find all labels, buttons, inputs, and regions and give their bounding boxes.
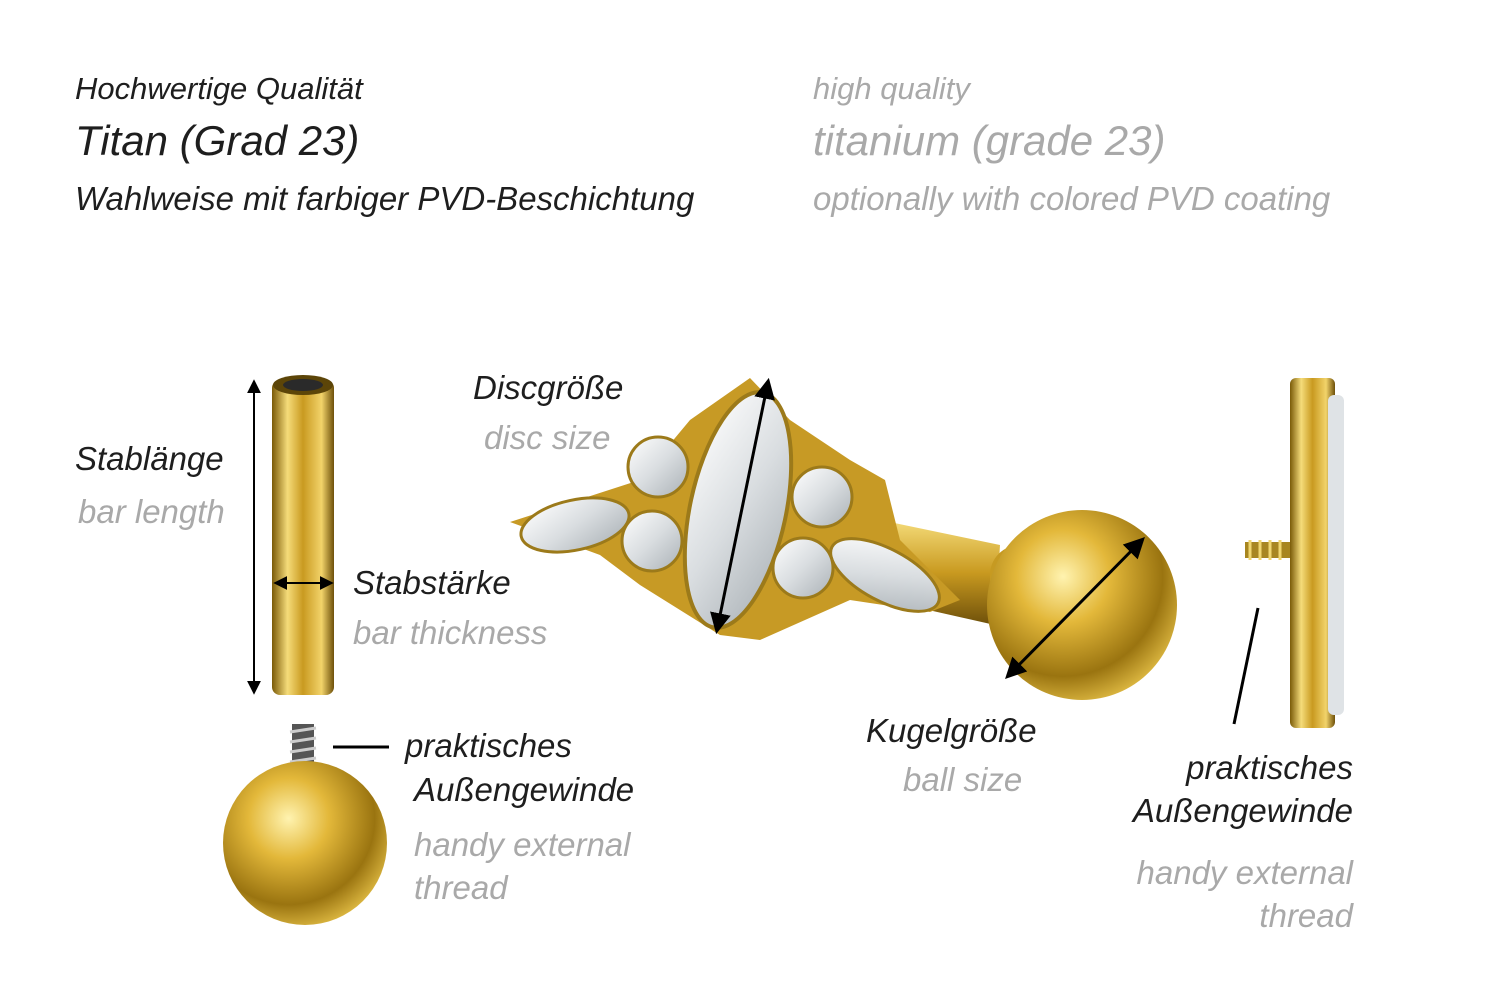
header-de-line3: Wahlweise mit farbiger PVD-Beschichtung [75, 180, 695, 217]
bar-length-label-de: Stablänge [75, 440, 224, 477]
header-en-line3: optionally with colored PVD coating [813, 180, 1331, 217]
thread-left-de1: praktisches [405, 727, 572, 764]
thread-right-de2: Außengewinde [1132, 792, 1353, 829]
bar-length-label-en: bar length [78, 493, 225, 530]
side-view-top [1245, 378, 1344, 728]
thread-pointer-line-right [1232, 607, 1260, 725]
header-de-line2: Titan (Grad 23) [75, 117, 360, 164]
bar-thickness-label-de: Stabstärke [353, 564, 511, 601]
header-de-line1: Hochwertige Qualität [75, 71, 363, 106]
disc-size-label-en: disc size [484, 419, 611, 456]
disc-size-arrow [710, 377, 775, 635]
thread-right-de1: praktisches [1186, 749, 1353, 786]
thread-left-en1: handy external [414, 826, 631, 863]
header-en-line1: high quality [813, 71, 970, 106]
header-en-line2: titanium (grade 23) [813, 117, 1166, 164]
bar-thickness-label-en: bar thickness [353, 614, 548, 651]
bar-part [272, 375, 334, 695]
thread-left-en2: thread [414, 869, 508, 906]
disc-size-label-de: Discgröße [473, 369, 624, 406]
thread-left-de2: Außengewinde [414, 771, 635, 808]
ball-size-label-de: Kugelgröße [866, 712, 1037, 749]
thread-right-en2: thread [1259, 897, 1353, 934]
ball-size-arrow [1005, 537, 1145, 679]
ball-with-thread [223, 724, 387, 925]
thread-right-en1: handy external [1136, 854, 1353, 891]
ball-size-label-en: ball size [903, 761, 1023, 798]
